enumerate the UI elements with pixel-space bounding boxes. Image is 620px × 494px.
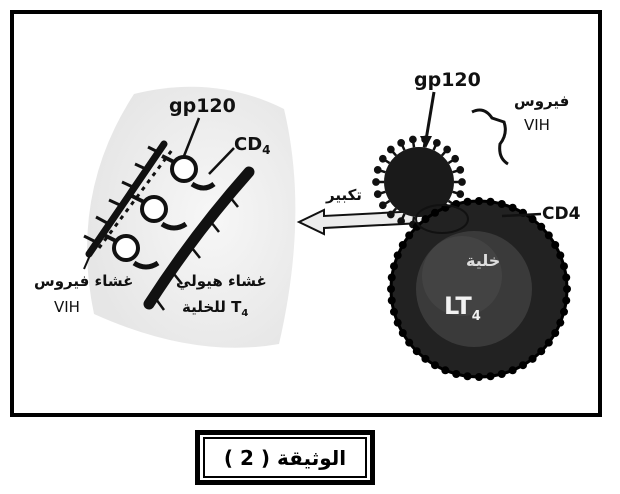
virus-particle (372, 135, 466, 229)
cell-membrane-bump (431, 208, 439, 217)
cell-membrane-bump (398, 329, 407, 337)
cell-membrane-bump (421, 215, 430, 224)
virus-spike-knob (456, 166, 465, 174)
cell-membrane-label-text: للخلية T (182, 298, 242, 316)
cell-membrane-bump (387, 285, 395, 293)
receptor-complex-2 (131, 194, 188, 231)
cell-membrane-bump (537, 347, 546, 356)
receptor-complex-1 (161, 154, 216, 191)
virus-spike-knob (456, 190, 465, 198)
cell-membrane-bump (519, 361, 527, 370)
cell-membrane-bump (562, 296, 571, 305)
cell-membrane-bump (486, 197, 495, 206)
virus-label-line2: VIH (524, 116, 550, 134)
virus-spike-knob (386, 210, 395, 219)
right-gp120-pointer (424, 91, 436, 141)
diagram-canvas: gp120 CD4 غشاء فيروس VIH غشاء هيولي للخل… (34, 69, 581, 381)
virus-spike-knob (409, 135, 417, 144)
cell-membrane-bump (528, 354, 537, 363)
cell-membrane-bump (431, 361, 439, 370)
virus-spike-knob (397, 139, 405, 147)
cell-label-line1: خلية (466, 251, 500, 270)
receptor-complex-3 (103, 233, 160, 270)
cell-label-subscript: 4 (472, 309, 481, 324)
virus-membrane-pointer (83, 245, 95, 270)
cell-membrane-bump (412, 347, 421, 356)
cell-membrane-bump (497, 370, 506, 379)
cell-membrane-bump (463, 197, 472, 206)
left-cd4-label-text: CD (234, 134, 262, 155)
cell-membrane-bump (389, 262, 398, 271)
virus-spike-knob (397, 217, 405, 225)
cell-membrane-bump (497, 199, 506, 208)
cell-membrane-bump (486, 372, 495, 381)
right-cd4-label: CD4 (542, 204, 581, 224)
left-gp120-label: gp120 (169, 95, 236, 117)
cell-membrane-bump (393, 318, 402, 327)
virus-spike-knob (373, 166, 382, 174)
cell-membrane-bump (421, 354, 430, 363)
cell-membrane-bump (537, 222, 546, 231)
cell-membrane-bump (393, 251, 402, 260)
left-gp120-pointer (182, 117, 201, 157)
cell-membrane (143, 166, 255, 311)
cell-membrane-bump (405, 231, 414, 240)
cell-membrane-bump (398, 241, 407, 249)
cell-membrane-bump (551, 241, 560, 249)
virus-label-line1: فيروس (514, 92, 569, 110)
left-cd4-label: CD4 (234, 134, 271, 157)
left-cd4-pointer (208, 147, 235, 175)
virus-spike-knob (378, 201, 387, 210)
cell-membrane-subscript: 4 (241, 308, 248, 319)
caption-box: الوثيقة ( 2 ) (195, 430, 375, 485)
cell-membrane-bump (452, 370, 461, 379)
virus-spike-knob (458, 178, 466, 186)
cell-membrane-bump (562, 273, 571, 282)
virus-spike-knob (373, 190, 382, 198)
virus-spike-knob (372, 178, 380, 186)
cell-membrane-bump (475, 373, 483, 381)
zoom-label: تكبير (325, 186, 362, 204)
virus-membrane-label-line1: غشاء فيروس (34, 272, 133, 290)
cell-membrane-bump (563, 285, 571, 293)
magnified-view-area (87, 86, 296, 348)
virus-spike-knob (386, 145, 395, 154)
cell-membrane-bump (508, 203, 517, 212)
cell-membrane-bump (441, 366, 450, 375)
cell-membrane-bump (556, 251, 565, 260)
cell-membrane-bump (389, 307, 398, 316)
virus-spike-knob (378, 154, 387, 163)
cell-label-line2: LT4 (444, 292, 481, 324)
cell-membrane-bump (544, 231, 553, 240)
left-cd4-subscript: 4 (262, 143, 270, 157)
figure-frame: gp120 CD4 غشاء فيروس VIH غشاء هيولي للخل… (10, 10, 602, 417)
cell-label-text: LT (444, 292, 472, 320)
lt4-cell (387, 197, 571, 381)
cell-membrane-bump (463, 372, 472, 381)
virus-spike-knob (433, 139, 441, 147)
cell-membrane-bump (528, 215, 537, 224)
virus-membrane (83, 140, 174, 258)
right-gp120-arrowhead (420, 136, 432, 148)
cell-membrane-label-line1: غشاء هيولي (176, 272, 267, 290)
caption-text: الوثيقة ( 2 ) (203, 437, 367, 478)
virus-spike-knob (443, 145, 452, 154)
attachment-zone (415, 204, 469, 234)
cell-membrane-bump (544, 338, 553, 347)
cell-membrane-bump (405, 338, 414, 347)
virus-membrane-label-line2: VIH (54, 298, 80, 316)
virus-bracket (471, 108, 509, 166)
cell-membrane-bump (551, 329, 560, 337)
right-cd4-pointer (501, 212, 542, 218)
cell-membrane-bump (387, 273, 396, 282)
cell-membrane-bump (556, 318, 565, 327)
cell-membrane-bump (560, 307, 569, 316)
cell-membrane-bump (475, 197, 483, 205)
cell-membrane-bump (560, 262, 569, 271)
cell-membrane-bump (387, 296, 396, 305)
virus-spike-knob (451, 154, 460, 163)
cell-membrane-label-line2: للخلية T4 (182, 298, 248, 319)
cell-membrane-bump (508, 366, 517, 375)
right-gp120-label: gp120 (414, 69, 481, 91)
